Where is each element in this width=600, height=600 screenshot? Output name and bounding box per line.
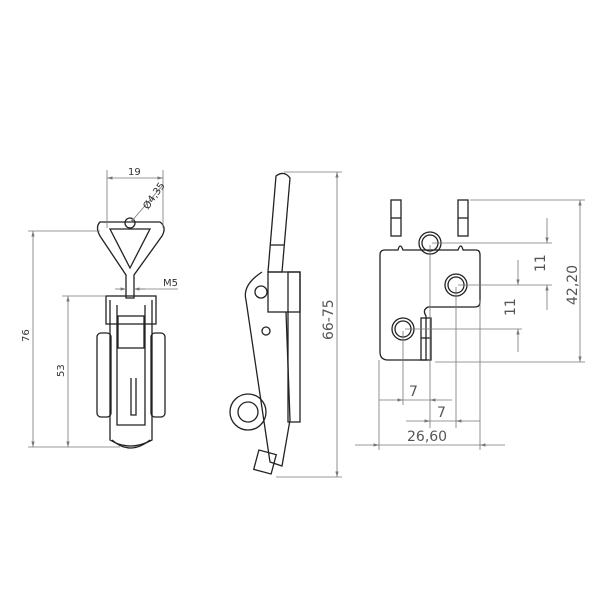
ring: [229, 393, 267, 431]
side-view: 66-75: [229, 171, 342, 478]
width-label: 26,60: [407, 429, 447, 445]
thread-dim-label: M5: [163, 278, 178, 289]
base-view: 11 11 42,20 7 7 26,60: [355, 199, 585, 450]
pitch-h1-label: 7: [409, 384, 418, 400]
hole-dim-label: Ø4,35: [141, 180, 168, 212]
front-view: 19 Ø4,35 M5 76 53: [21, 167, 178, 449]
total-height-label: 76: [21, 329, 32, 342]
pitch-h2-label: 7: [437, 405, 446, 421]
width-dim-label: 19: [128, 167, 141, 178]
height-range-label: 66-75: [321, 299, 337, 340]
pitch-v2-label: 11: [503, 298, 519, 316]
pitch-v1-label: 11: [533, 254, 549, 272]
height-label: 42,20: [565, 265, 581, 305]
body-height-label: 53: [56, 364, 67, 377]
